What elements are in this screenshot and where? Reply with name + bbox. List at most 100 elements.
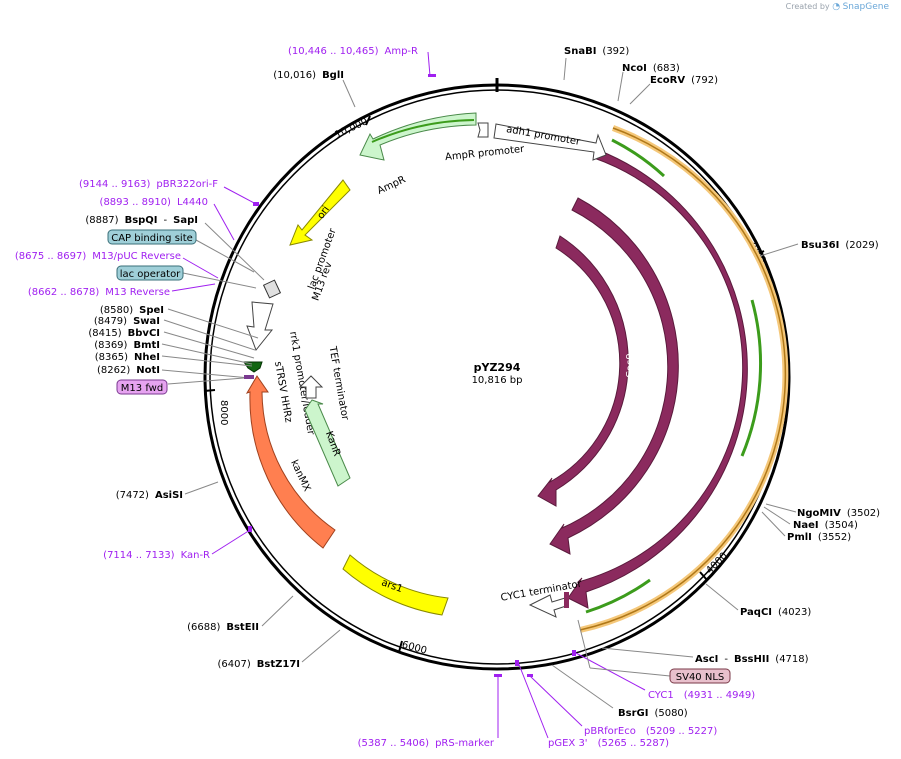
cas9-arc-middle <box>549 197 679 555</box>
primer-marker-ampr <box>428 74 436 77</box>
site-spei: (8580)SpeI <box>100 305 164 316</box>
cas9-label-middle: Cas9 <box>678 353 689 378</box>
primer-pbr322: (9144 .. 9163)pBR322ori-F <box>79 179 218 190</box>
primer-arrow-bottom <box>585 578 651 614</box>
primer-line-ampr <box>427 51 431 77</box>
site-line-spei <box>167 308 259 339</box>
site-bspqi-sapi: (8887)BspQI-SapI <box>85 215 198 226</box>
tick-6000 <box>398 640 403 653</box>
sv40-box-line-2 <box>589 667 671 677</box>
site-ngomiv: NgoMIV(3502) <box>797 508 880 519</box>
primer-line-pbr322 <box>223 186 257 205</box>
tick-8000 <box>203 389 216 392</box>
site-nhei: (8365)NheI <box>95 352 160 363</box>
primer-ampr: (10,446 .. 10,465)Amp-R <box>288 46 418 57</box>
ars1-arrow <box>342 554 449 616</box>
tef-terminator-arrow <box>298 375 324 399</box>
site-line-ecorv <box>629 83 651 105</box>
lac-box-label: lac operator <box>120 269 181 280</box>
primer-prs-marker: (5387 .. 5406)pRS-marker <box>358 738 495 749</box>
site-paqci: PaqCI(4023) <box>740 607 811 618</box>
primer-band-right-line <box>579 127 787 631</box>
sv40-label: SV40 NLS <box>676 672 725 683</box>
ori-arrow <box>289 179 351 246</box>
site-ncoi: NcoI(683) <box>622 63 680 74</box>
site-naei: NaeI(3504) <box>793 520 858 531</box>
sv40-box-line <box>577 619 591 669</box>
cas9-arc-outer <box>567 149 748 609</box>
primer-marker-pgex <box>515 660 519 666</box>
site-line-asci <box>601 647 694 658</box>
tick-10000 <box>365 115 371 126</box>
primer-marker-cyc1 <box>572 650 576 656</box>
site-line-ngomiv <box>765 503 797 513</box>
plasmid-length: 10,816 bp <box>472 375 523 386</box>
site-bsteii: (6688)BstEII <box>187 622 259 633</box>
site-line-bstz17i <box>301 629 341 663</box>
lac-box-line <box>182 272 257 289</box>
primer-pbrforeco: pBRforEco(5209 .. 5227) <box>584 726 717 737</box>
site-line-ncoi <box>617 71 624 102</box>
primer-marker-kanr <box>248 526 252 532</box>
primer-line-m13-rev <box>171 283 216 292</box>
site-line-bsrgi <box>551 664 614 709</box>
site-line-bsteii <box>261 595 294 627</box>
primer-cyc1: CYC1(4931 .. 4949) <box>648 690 755 701</box>
site-line-bsu36i <box>759 243 799 257</box>
lac-promoter-marker <box>262 279 282 299</box>
site-swai: (8479)SwaI <box>94 316 160 327</box>
ampr-inner-line <box>371 119 475 143</box>
m13-fwd-label: M13 fwd <box>121 383 163 394</box>
cas9-arc-inner <box>537 235 629 507</box>
primer-line-kanr <box>211 529 251 555</box>
rrk1-arrow <box>246 301 274 351</box>
primer-arrow-right <box>740 299 763 457</box>
primer-marker-prs <box>494 674 502 677</box>
primer-kanr: (7114 .. 7133)Kan-R <box>103 550 210 561</box>
cas9-label-outer: Cas9 <box>732 363 743 388</box>
site-snabi: SnaBI(392) <box>564 46 629 57</box>
primer-arrow-top <box>611 138 666 178</box>
site-noti: (8262)NotI <box>97 365 160 376</box>
m13-box-line <box>167 377 245 385</box>
ampr-arrow <box>359 112 477 161</box>
site-line-naei <box>763 506 791 525</box>
snapgene-logo-icon: ◔ <box>832 2 841 12</box>
ampr-promoter-arrow <box>477 122 489 138</box>
cap-box-line <box>195 239 255 273</box>
site-line-asisi <box>184 481 219 495</box>
tick-label-10000: 10,000 <box>333 116 369 141</box>
primer-line-l4440 <box>213 203 235 241</box>
site-asci-bsshii: AscI-BssHII(4718) <box>695 654 809 665</box>
site-bsu36i: Bsu36I(2029) <box>801 240 879 251</box>
site-asisi: (7472)AsiSI <box>116 490 183 501</box>
sv40-box <box>669 668 731 684</box>
primer-marker-pbr322 <box>253 202 259 206</box>
site-bsrgi: BsrGI(5080) <box>618 708 688 719</box>
kanmx-arrow <box>245 375 336 549</box>
primer-m13-puc: (8675 .. 8697)M13/pUC Reverse <box>15 251 181 262</box>
site-line-bbvci <box>163 331 255 359</box>
primer-marker-pbrforeco <box>527 674 533 677</box>
tef-terminator-label: TEF terminator <box>326 345 350 422</box>
kanr-arrow <box>304 399 351 487</box>
snapgene-watermark: Created by ◔ SnapGene <box>786 2 889 12</box>
watermark-prefix: Created by <box>785 2 830 11</box>
primer-line-pgex <box>517 661 549 739</box>
site-line-bglii <box>342 79 356 108</box>
site-line-noti <box>161 369 251 379</box>
ampr-promoter-label: AmpR promoter <box>445 144 526 163</box>
site-line-paqci <box>705 583 739 611</box>
site-ecorv: EcoRV(792) <box>650 75 718 86</box>
site-line-nhei <box>161 355 253 367</box>
ampr-label: AmpR <box>376 174 408 197</box>
site-line-bmti <box>161 343 253 365</box>
cap-box <box>107 229 197 245</box>
primer-line-pbrforeco <box>529 675 583 727</box>
watermark-brand: SnapGene <box>842 2 889 12</box>
site-bbvci: (8415)BbvCI <box>88 328 160 339</box>
lac-box <box>116 265 184 281</box>
site-line-swai <box>163 319 256 351</box>
site-line-pmli <box>761 511 786 537</box>
